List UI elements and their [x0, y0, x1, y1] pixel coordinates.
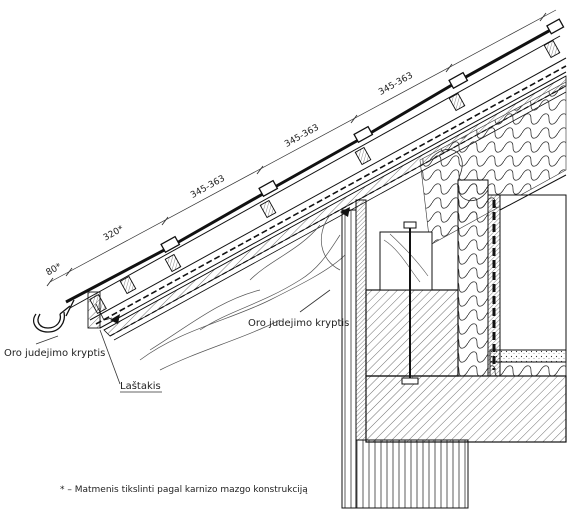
dimension-label: 345-363 — [377, 71, 415, 98]
footnote: * – Matmenis tikslinti pagal karnizo maz… — [60, 485, 308, 495]
roof-layers — [89, 57, 567, 341]
tile-clip — [546, 18, 565, 35]
airflow-arrows — [110, 207, 350, 324]
gutter — [33, 299, 75, 333]
tile-clip — [160, 235, 181, 254]
airflow-arrow-icon — [110, 314, 120, 324]
airflow-arrow-icon — [340, 207, 350, 217]
gutter-label: Laštakis — [120, 380, 161, 392]
tile-clips — [160, 18, 565, 254]
tile-clip — [353, 125, 374, 144]
wood-grain-sketch — [139, 214, 346, 371]
leader-lines — [35, 289, 331, 385]
tile-clip — [258, 179, 279, 198]
airflow-label-right: Oro judejimo kryptis — [248, 318, 349, 329]
eave-fascia — [87, 291, 113, 329]
dimension-label: 345-363 — [283, 123, 321, 150]
dimension-label: 320* — [102, 224, 126, 243]
tile-clip — [448, 71, 469, 90]
airflow-label-left: Oro judejimo kryptis — [4, 348, 105, 359]
wall-section — [341, 174, 567, 509]
